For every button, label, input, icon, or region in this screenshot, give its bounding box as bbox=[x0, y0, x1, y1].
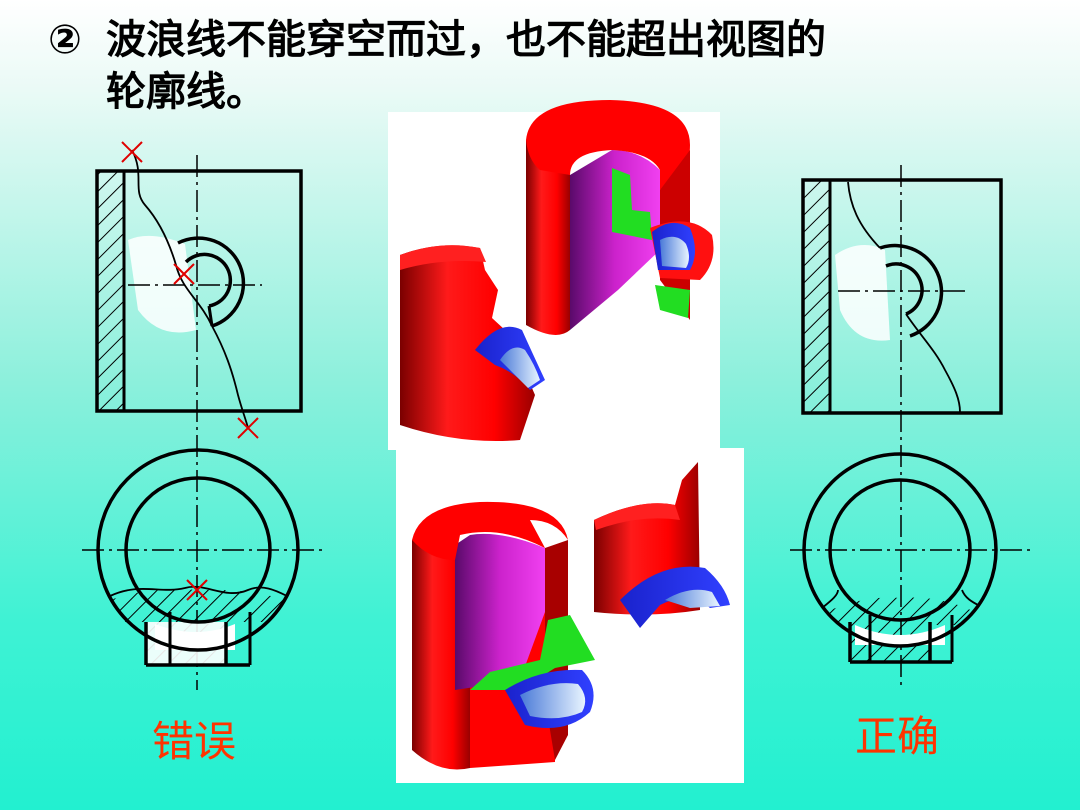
cut-piece-left bbox=[400, 245, 535, 441]
outer-circle bbox=[802, 452, 998, 648]
cylinder-top-rim bbox=[526, 100, 690, 190]
wavy-break-line bbox=[821, 589, 981, 609]
title-line-2: 轮廓线。 bbox=[106, 69, 266, 115]
model-image-top bbox=[388, 100, 720, 450]
error-mark-bottom bbox=[237, 417, 259, 439]
error-mark-top-view bbox=[186, 579, 208, 601]
model-image-bottom bbox=[396, 448, 744, 783]
hatched-section bbox=[801, 178, 832, 415]
inner-circle bbox=[124, 476, 272, 624]
cylinder-inner-surface bbox=[570, 150, 660, 330]
caption-correct: 正确 bbox=[855, 712, 940, 761]
hatched-section bbox=[826, 597, 975, 662]
section-face-green bbox=[470, 615, 595, 690]
correct-front-view bbox=[801, 165, 1003, 690]
title-number: ② bbox=[48, 17, 82, 63]
title-line-1: 波浪线不能穿空而过，也不能超出视图的 bbox=[106, 17, 826, 63]
white-highlight bbox=[855, 625, 945, 645]
inner-hole-arc bbox=[885, 262, 924, 316]
inner-circle bbox=[828, 478, 972, 622]
cylinder-top-rim bbox=[412, 501, 568, 560]
outer-circle bbox=[96, 448, 300, 652]
caption-wrong: 错误 bbox=[152, 717, 237, 766]
hatched-section bbox=[95, 169, 126, 413]
front-view-outline bbox=[801, 178, 1003, 415]
error-mark-middle bbox=[173, 263, 195, 285]
white-highlight bbox=[155, 624, 235, 650]
front-view-outline bbox=[95, 169, 303, 413]
wrong-front-view bbox=[95, 141, 303, 690]
section-face-green bbox=[612, 168, 652, 240]
tall-cylinder-body bbox=[526, 140, 570, 335]
slide-title: ② 波浪线不能穿空而过，也不能超出视图的 轮廓线。 bbox=[48, 14, 1048, 118]
white-highlight bbox=[835, 245, 890, 341]
outer-hole-arc bbox=[177, 236, 246, 328]
inner-hole-arc bbox=[184, 252, 233, 308]
white-highlight bbox=[128, 235, 196, 333]
outer-hole-arc bbox=[879, 243, 944, 338]
error-mark-top bbox=[121, 141, 143, 163]
wrong-top-view bbox=[82, 448, 325, 667]
cylinder-inner-surface bbox=[455, 533, 545, 690]
wavy-break-line bbox=[847, 181, 961, 413]
wavy-break-line bbox=[109, 585, 288, 597]
correct-top-view bbox=[790, 452, 1030, 664]
wavy-break-line bbox=[131, 149, 249, 429]
